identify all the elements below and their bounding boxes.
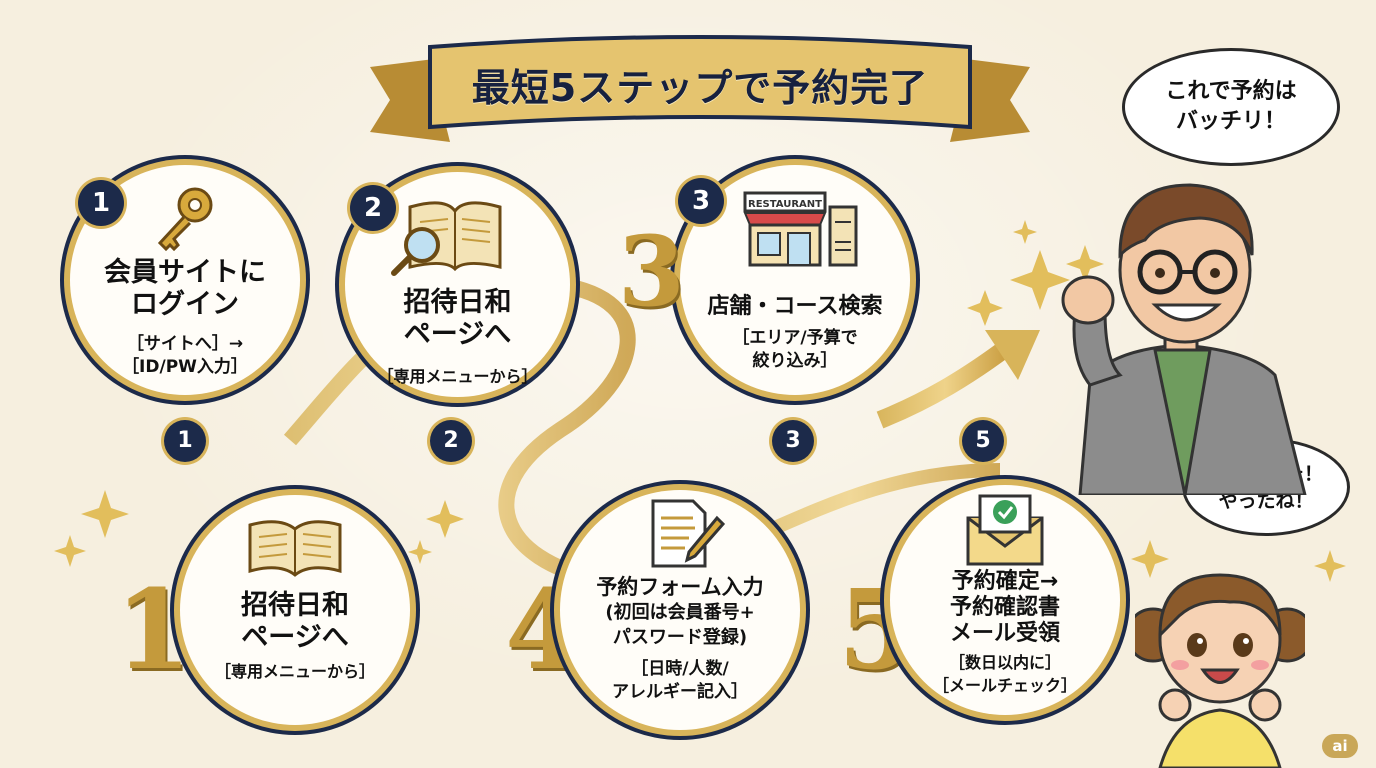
- step4-sub-line2: アレルギー記入］: [612, 682, 748, 702]
- step3-badge: 3: [678, 178, 724, 224]
- girl-bubble-line2: やったね！: [1218, 490, 1314, 512]
- step-card-confirm: 予約確定→ 予約確認書 メール受領 ［数日以内に］ ［メールチェック］: [890, 485, 1120, 715]
- step5-title-line3: メール受領: [949, 621, 1060, 646]
- step1-big-number: 1: [115, 565, 192, 694]
- book-icon: [248, 520, 342, 577]
- step1b-title-line2: ページへ: [241, 622, 349, 653]
- step4-sub-line1: ［日時/人数/: [631, 659, 729, 679]
- step3-big-number: 3: [618, 215, 685, 328]
- step4-title-line2: (初回は会員番号+: [605, 602, 755, 623]
- step-card-invite-page-2: 招待日和 ページへ ［専用メニューから］: [180, 495, 410, 725]
- step4-title-line1: 予約フォーム入力: [596, 575, 764, 599]
- key-icon: [157, 187, 213, 252]
- step2-sub-line1: ［専用メニューから］: [377, 367, 538, 386]
- page-title: 最短5ステップで予約完了: [471, 66, 929, 110]
- step1-title-line1: 会員サイトに: [104, 257, 266, 288]
- step3-title-line1: 店舗・コース検索: [707, 294, 883, 319]
- ai-badge: ai: [1322, 734, 1358, 758]
- step-card-form: 予約フォーム入力 (初回は会員番号+ パスワード登録) ［日時/人数/ アレルギ…: [560, 490, 800, 730]
- step1-badge: 1: [78, 180, 124, 226]
- book-search-icon: [391, 201, 502, 276]
- step1b-title-line1: 招待日和: [241, 590, 349, 621]
- step1-title-line2: ログイン: [131, 289, 239, 320]
- path-node-1: 1: [164, 420, 206, 462]
- step3-sub-line1: ［エリア/予算で: [732, 328, 858, 348]
- restaurant-sign-text: RESTAURANT: [748, 199, 822, 210]
- path-node-3: 3: [772, 420, 814, 462]
- step5-sub-line1: ［数日以内に］: [948, 653, 1061, 672]
- step1-sub-line1: ［サイトへ］→: [126, 334, 244, 354]
- man-speech-bubble: これで予約は バッチリ！: [1122, 48, 1340, 166]
- man-bubble-line2: バッチリ！: [1175, 109, 1286, 134]
- step5-title-line2: 予約確認書: [949, 595, 1060, 620]
- girl-character-illustration: [1135, 573, 1305, 768]
- step2-title-line1: 招待日和: [403, 287, 512, 318]
- step2-title-line2: ページへ: [403, 319, 512, 350]
- path-node-2: 2: [430, 420, 472, 462]
- step5-title-line1: 予約確定→: [951, 569, 1059, 594]
- restaurant-icon: RESTAURANT: [743, 191, 858, 267]
- step4-title-line3: パスワード登録): [612, 627, 748, 648]
- step5-sub-line2: ［メールチェック］: [932, 676, 1077, 695]
- path-node-5: 5: [962, 420, 1004, 462]
- step1-sub-line2: ［ID/PW入力］: [122, 357, 248, 377]
- step3-sub-line2: 絞り込み］: [752, 351, 838, 371]
- document-pen-icon: [651, 499, 725, 568]
- man-bubble-line1: これで予約は: [1165, 79, 1297, 104]
- title-banner: [370, 35, 1030, 142]
- step2-badge: 2: [350, 185, 396, 231]
- step1b-sub-line1: ［専用メニューから］: [214, 662, 375, 681]
- man-character-illustration: [1061, 183, 1307, 495]
- envelope-check-icon: [966, 494, 1044, 566]
